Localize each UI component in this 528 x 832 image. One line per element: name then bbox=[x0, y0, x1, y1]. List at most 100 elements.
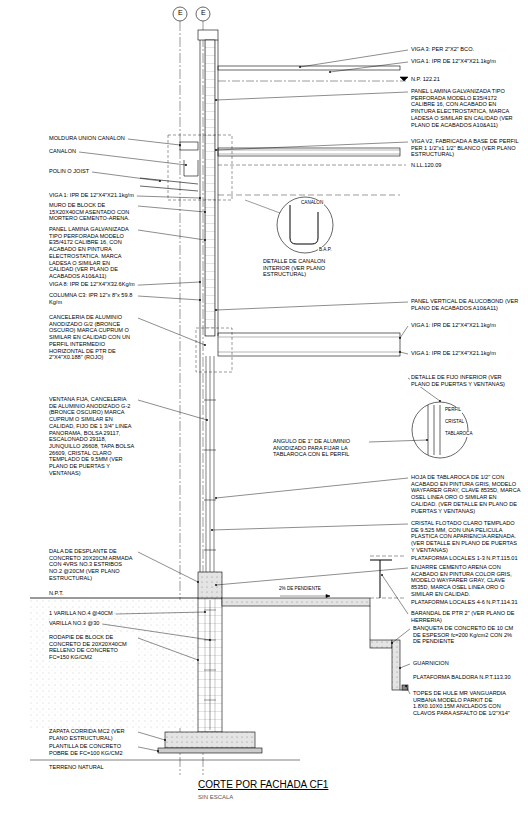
leader-dot bbox=[405, 685, 407, 687]
leader-line bbox=[392, 629, 410, 643]
leader-line bbox=[245, 200, 280, 213]
callout-label: DALA DE DESPLANTE DE CONCRETO 20X20CM AR… bbox=[48, 548, 136, 582]
leader-line bbox=[138, 206, 205, 212]
leader-line bbox=[212, 524, 408, 530]
leader-line bbox=[216, 142, 408, 150]
leader-line bbox=[138, 747, 158, 751]
leader-line bbox=[406, 686, 410, 694]
detail-circle bbox=[277, 197, 333, 253]
callout-label: VARILLA NO.3 @30 bbox=[48, 620, 100, 627]
leader-line bbox=[138, 638, 198, 660]
callout-label: PANEL VERTICAL DE ALUCOBOND (VER PLANO D… bbox=[410, 298, 522, 311]
leader-line bbox=[400, 352, 408, 354]
leader-dot bbox=[215, 309, 217, 311]
rebar bbox=[204, 600, 216, 730]
leader-line bbox=[128, 139, 180, 145]
leader-dot bbox=[204, 211, 206, 213]
leader-dot bbox=[204, 611, 206, 613]
callout-label: TABLAROCA bbox=[444, 431, 473, 437]
leader-dot bbox=[204, 344, 206, 346]
leader-line bbox=[216, 302, 408, 310]
leader-line bbox=[300, 50, 408, 67]
callout-label: ANGULO DE 1" DE ALUMINIO ANODIZADO PARA … bbox=[272, 438, 367, 458]
column-line bbox=[200, 40, 218, 598]
callout-label: VIGA 1: IPR DE 12"X4"X21.1kg/m bbox=[410, 322, 497, 329]
natural-ground bbox=[30, 760, 300, 761]
leader-line bbox=[216, 568, 408, 585]
grid-bubble bbox=[196, 7, 210, 21]
block-wall bbox=[205, 40, 215, 336]
scale-note: SIN ESCALA bbox=[198, 794, 233, 800]
callout-label: 2% DE PENDIENTE bbox=[278, 586, 322, 592]
leader-line bbox=[137, 196, 200, 198]
leader-dot bbox=[159, 180, 161, 182]
callout-label: VIGA 1: IPR DE 12"X4"X21.1kg/m bbox=[48, 192, 135, 199]
leader-line bbox=[79, 152, 186, 165]
callout-label: E bbox=[177, 9, 184, 17]
leader-dot bbox=[211, 529, 213, 531]
gutter-molding bbox=[180, 142, 198, 150]
callout-label: PLATAFORMA LOCALES 4-6 N.P.T.114.31 bbox=[410, 599, 519, 606]
callout-label: N.LL.120.09 bbox=[410, 162, 442, 169]
callout-label: VENTANA FIJA, CANCELERIA DE ALUMINIO ANO… bbox=[48, 396, 136, 476]
beam-flange bbox=[218, 150, 400, 154]
callout-label: CRISTAL bbox=[444, 419, 465, 425]
leader-dot bbox=[215, 497, 217, 499]
leader-line bbox=[382, 575, 408, 614]
callout-label: VIGA 8: IPR DE 12"X4"X32.6Kg/m bbox=[48, 281, 136, 288]
leader-dot bbox=[179, 144, 181, 146]
leader-dot bbox=[215, 149, 217, 151]
leader-line bbox=[138, 400, 207, 420]
leader-line bbox=[138, 552, 198, 582]
callout-label: PLANTILLA DE CONCRETO POBRE DE FC=100 KG… bbox=[48, 743, 136, 756]
step bbox=[370, 606, 371, 640]
leader-dot bbox=[197, 659, 199, 661]
leader-line bbox=[400, 326, 408, 338]
window-mullion bbox=[204, 400, 216, 550]
leader-dot bbox=[204, 239, 206, 241]
grid-bubble bbox=[173, 7, 187, 21]
footing bbox=[165, 732, 255, 748]
wheel-stop bbox=[402, 685, 408, 690]
floor-slab bbox=[222, 598, 370, 606]
leader-dot bbox=[197, 581, 199, 583]
callout-label: BARANDAL DE PTR 2" (VER PLANO DE HERRERI… bbox=[410, 610, 522, 623]
railing bbox=[370, 560, 392, 598]
leader-dot bbox=[329, 71, 331, 73]
leader-line bbox=[138, 318, 205, 345]
callout-label: MOLDURA UNION CANALON bbox=[48, 135, 126, 142]
leader-line bbox=[138, 296, 200, 300]
callout-label: POLIN O JOIST bbox=[48, 168, 90, 175]
hidden-line bbox=[218, 195, 400, 196]
callout-label: PERFIL bbox=[444, 407, 462, 413]
callout-label: TERRENO NATURAL bbox=[48, 764, 105, 771]
callout-label: ZAPATA CORRIDA MC2 (VER PLANO ESTRUCTURA… bbox=[48, 728, 136, 741]
level-line bbox=[370, 556, 406, 598]
leader-dot bbox=[164, 739, 166, 741]
beam-flange bbox=[218, 337, 400, 352]
rodapie bbox=[198, 598, 222, 732]
leader-dot bbox=[299, 66, 301, 68]
fixed-frame-detail bbox=[428, 405, 440, 455]
leader-dot bbox=[215, 584, 217, 586]
leader-dot bbox=[399, 337, 401, 339]
callout-label: HOJA DE TABLAROCA DE 1/2" CON ACABADO EN… bbox=[410, 474, 522, 514]
roof-joist bbox=[140, 178, 198, 191]
callout-label: 1 VARILLA NO.4 @40CM bbox=[48, 610, 114, 617]
level-line bbox=[218, 165, 406, 166]
parapet bbox=[198, 30, 218, 40]
curb bbox=[392, 640, 400, 690]
leader-line bbox=[138, 732, 165, 740]
leader-line bbox=[92, 172, 160, 181]
callout-label: TOPES DE HULE MR VANGUARDIA URBANA MODEL… bbox=[412, 690, 522, 717]
callout-label: DETALLE DE FIJO INFERIOR (VER PLANO DE P… bbox=[410, 374, 522, 387]
slope-arrow bbox=[280, 596, 330, 597]
callout-label: VIGA V2, FABRICADA A BASE DE PERFIL PER … bbox=[410, 138, 522, 158]
leader-dot bbox=[215, 99, 217, 101]
fill-soil bbox=[30, 600, 198, 728]
callout-label: PLATAFORMA BALDORA N.P.T.113.30 bbox=[412, 674, 512, 681]
lean-concrete bbox=[158, 748, 262, 753]
leader-dot bbox=[381, 574, 383, 576]
leader-dot bbox=[199, 299, 201, 301]
drawing-title: CORTE POR FACHADA CF1 bbox=[198, 779, 328, 790]
